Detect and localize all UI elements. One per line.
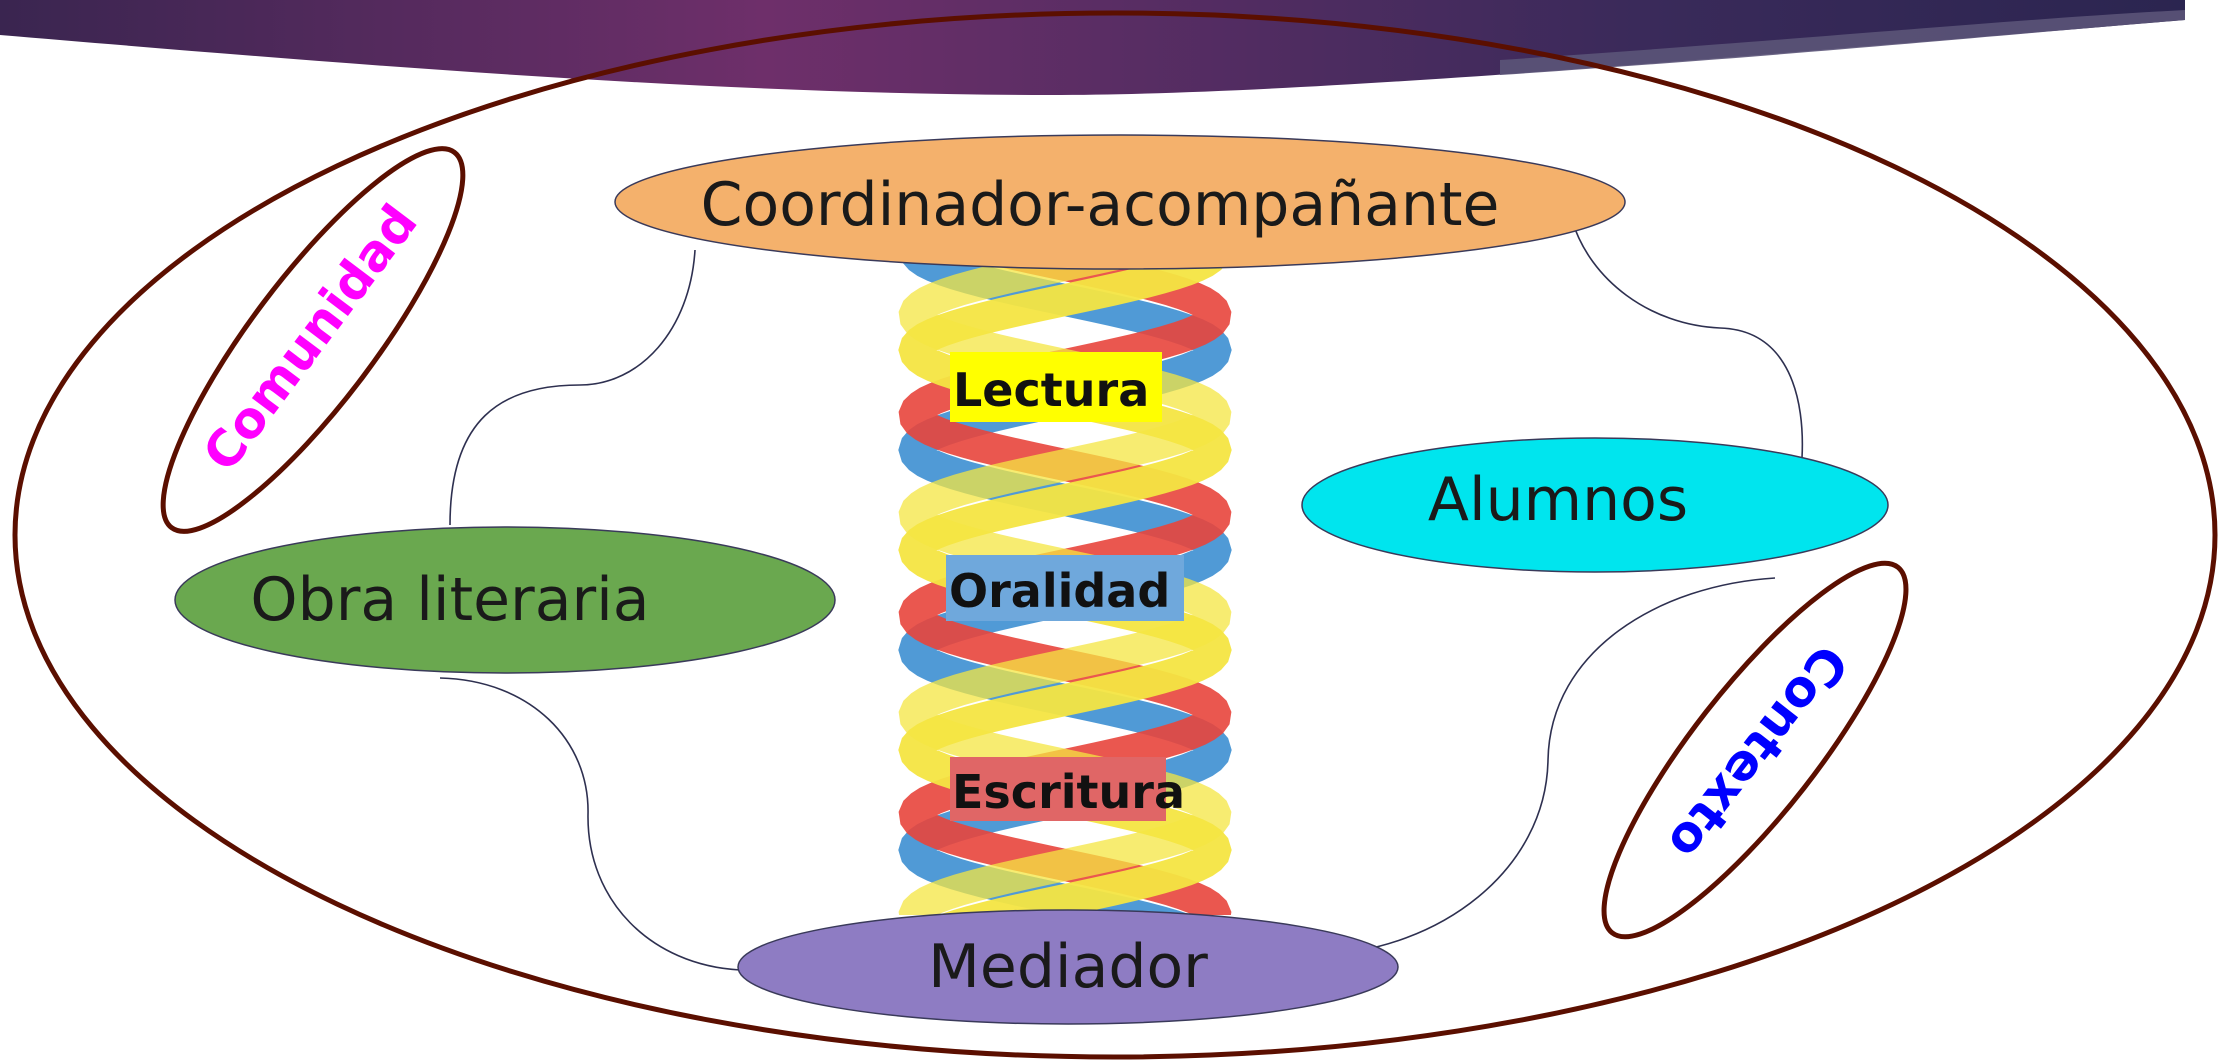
node-alumnos: Alumnos — [1301, 437, 1889, 573]
connector-coordinador-obra — [449, 249, 696, 526]
outer-ellipse — [12, 10, 2218, 1060]
connector-alumnos-mediador — [1319, 577, 1776, 956]
helix-label-lectura: Lectura — [950, 352, 1162, 422]
node-mediador: Mediador — [737, 909, 1399, 1025]
contexto-ellipse — [1601, 560, 1909, 940]
helix-label-escritura: Escritura — [950, 757, 1185, 821]
svg-text:Obra literaria: Obra literaria — [250, 565, 649, 635]
connector-obra-mediador — [439, 677, 741, 971]
svg-text:Escritura: Escritura — [952, 765, 1185, 819]
svg-text:Alumnos: Alumnos — [1428, 465, 1688, 535]
comunidad-group: Comunidad — [160, 146, 466, 534]
connector-coordinador-alumnos — [1571, 219, 1804, 459]
svg-text:Coordinador-acompañante: Coordinador-acompañante — [701, 170, 1500, 240]
svg-text:Oralidad: Oralidad — [949, 564, 1170, 618]
svg-text:Mediador: Mediador — [928, 932, 1208, 1002]
comunidad-ellipse — [160, 146, 466, 534]
helix-label-oralidad: Oralidad — [946, 555, 1184, 621]
svg-text:Lectura: Lectura — [953, 363, 1149, 417]
node-coordinador: Coordinador-acompañante — [614, 134, 1626, 270]
title-banner — [0, 0, 2185, 95]
node-obra-literaria: Obra literaria — [174, 526, 836, 674]
connector-lines — [439, 219, 1804, 971]
